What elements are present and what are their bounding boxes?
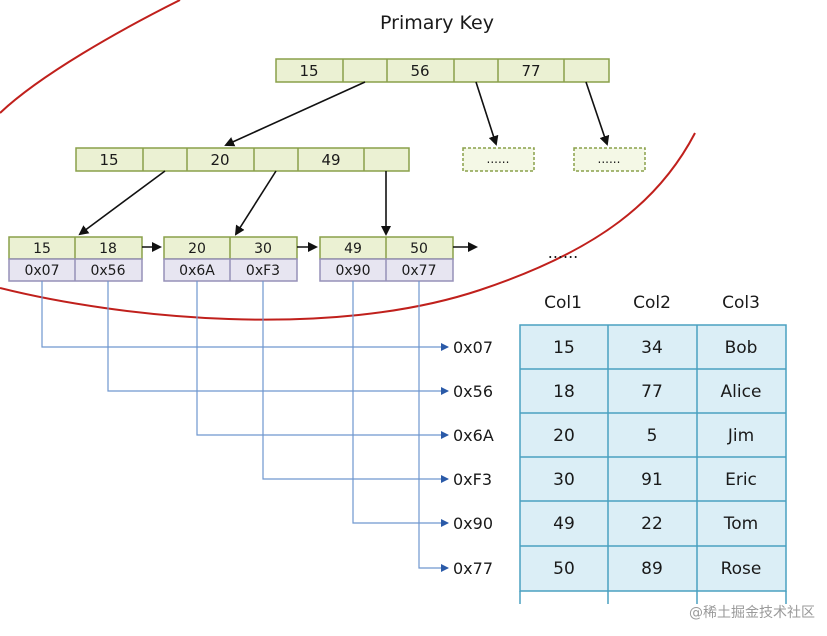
data-table: 15 34 Bob 18 77 Alice 20 5 Jim 30 91 Eri… <box>519 324 787 604</box>
svg-text:0xF3: 0xF3 <box>246 263 280 279</box>
svg-text:22: 22 <box>641 514 663 534</box>
svg-text:Col2: Col2 <box>633 293 671 313</box>
leaf-node-2: 20 30 0x6A 0xF3 <box>163 236 298 282</box>
tree-arrows <box>78 81 610 236</box>
root-key-1: 15 <box>299 62 318 80</box>
svg-text:0x77: 0x77 <box>453 559 493 578</box>
table-row: 30 91 Eric <box>553 470 757 490</box>
table-row: 15 34 Bob <box>553 338 757 358</box>
svg-text:15: 15 <box>553 338 575 358</box>
svg-text:......: ...... <box>598 152 621 166</box>
svg-text:Tom: Tom <box>723 514 758 534</box>
svg-text:0x6A: 0x6A <box>179 263 215 279</box>
root-key-2: 56 <box>410 62 429 80</box>
table-row: 18 77 Alice <box>553 382 761 402</box>
svg-text:0x6A: 0x6A <box>453 426 494 445</box>
svg-text:18: 18 <box>99 241 117 257</box>
inner-key-1: 15 <box>99 151 118 169</box>
inner-node: 15 20 49 <box>75 147 410 172</box>
svg-text:20: 20 <box>553 426 575 446</box>
svg-text:0x56: 0x56 <box>453 382 493 401</box>
placeholder-node-2: ...... <box>573 147 646 172</box>
svg-text:77: 77 <box>641 382 663 402</box>
table-row: 20 5 Jim <box>553 426 754 446</box>
svg-text:15: 15 <box>33 241 51 257</box>
watermark: @稀土掘金技术社区 <box>689 605 815 621</box>
leaf-node-1: 15 18 0x07 0x56 <box>8 236 143 282</box>
inner-key-2: 20 <box>210 151 229 169</box>
svg-text:......: ...... <box>487 152 510 166</box>
row-pointer-lines <box>41 281 449 572</box>
leaf-node-3: 49 50 0x90 0x77 <box>319 236 454 282</box>
address-labels: 0x07 0x56 0x6A 0xF3 0x90 0x77 <box>453 338 494 578</box>
svg-text:49: 49 <box>553 514 575 534</box>
svg-text:Bob: Bob <box>725 338 758 358</box>
svg-text:50: 50 <box>553 559 575 579</box>
svg-text:Alice: Alice <box>721 382 762 402</box>
svg-text:5: 5 <box>647 426 658 446</box>
root-node: 15 56 77 <box>275 58 610 83</box>
svg-text:30: 30 <box>553 470 575 490</box>
svg-text:30: 30 <box>254 241 272 257</box>
svg-text:49: 49 <box>344 241 362 257</box>
svg-text:Rose: Rose <box>721 559 762 579</box>
svg-text:0x90: 0x90 <box>335 263 370 279</box>
primary-key-title: Primary Key <box>380 12 494 34</box>
svg-text:Col1: Col1 <box>544 293 582 313</box>
svg-text:0x77: 0x77 <box>401 263 436 279</box>
svg-text:Jim: Jim <box>727 426 754 446</box>
upper-boundary-curve <box>0 0 181 114</box>
svg-text:18: 18 <box>553 382 575 402</box>
table-row: 50 89 Rose <box>553 559 761 579</box>
svg-text:34: 34 <box>641 338 663 358</box>
svg-text:0x56: 0x56 <box>90 263 125 279</box>
svg-text:89: 89 <box>641 559 663 579</box>
svg-text:0x07: 0x07 <box>453 338 493 357</box>
svg-text:20: 20 <box>188 241 206 257</box>
table-row: 49 22 Tom <box>553 514 758 534</box>
lower-boundary-curve <box>0 132 696 321</box>
svg-text:0xF3: 0xF3 <box>453 470 492 489</box>
leaf-continuation: ...... <box>548 243 579 262</box>
svg-text:Eric: Eric <box>725 470 757 490</box>
svg-text:Col3: Col3 <box>722 293 760 313</box>
root-key-3: 77 <box>521 62 540 80</box>
svg-text:91: 91 <box>641 470 663 490</box>
inner-key-3: 49 <box>321 151 340 169</box>
table-header: Col1 Col2 Col3 <box>544 293 760 313</box>
svg-text:0x07: 0x07 <box>24 263 59 279</box>
svg-text:50: 50 <box>410 241 428 257</box>
placeholder-node-1: ...... <box>462 147 535 172</box>
svg-text:0x90: 0x90 <box>453 514 493 533</box>
